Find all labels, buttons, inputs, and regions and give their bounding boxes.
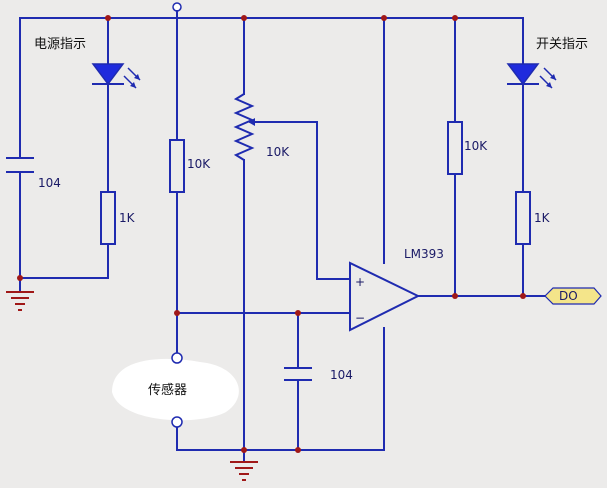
sensor-label: 传感器 (148, 382, 187, 398)
res-right-1k-label: 1K (534, 211, 551, 225)
resistor-pullup-10k (447, 121, 463, 175)
capacitor-left (6, 157, 34, 173)
power-led (91, 63, 141, 89)
cap-left-label: 104 (38, 176, 61, 190)
wires (19, 17, 546, 463)
output-tag (544, 287, 602, 305)
ground-left-icon (6, 291, 34, 311)
pot-10k-label: 10K (266, 145, 290, 159)
vcc-terminal (172, 2, 182, 12)
comparator-label: LM393 (404, 247, 444, 261)
power-indicator-label: 电源指示 (34, 37, 86, 52)
potentiometer-10k (233, 93, 256, 161)
comparator-lm393 (349, 261, 421, 332)
junction-nodes (17, 15, 526, 453)
res-sensor-10k-label: 10K (187, 157, 211, 171)
switch-led (506, 63, 557, 89)
resistor-switch-1k (515, 191, 531, 245)
cap-sensor-label: 104 (330, 368, 353, 382)
res-left-1k-label: 1K (119, 211, 136, 225)
ground-bottom-icon (230, 461, 258, 481)
capacitor-sensor (284, 367, 312, 381)
output-label: DO (559, 289, 578, 303)
resistor-power-1k (100, 191, 116, 245)
resistor-sensor-10k (169, 139, 185, 193)
plus-input-label: + (355, 275, 365, 289)
minus-input-label: − (355, 311, 365, 325)
res-pullup-10k-label: 10K (464, 139, 488, 153)
sensor (112, 352, 239, 428)
switch-indicator-label: 开关指示 (536, 37, 588, 52)
